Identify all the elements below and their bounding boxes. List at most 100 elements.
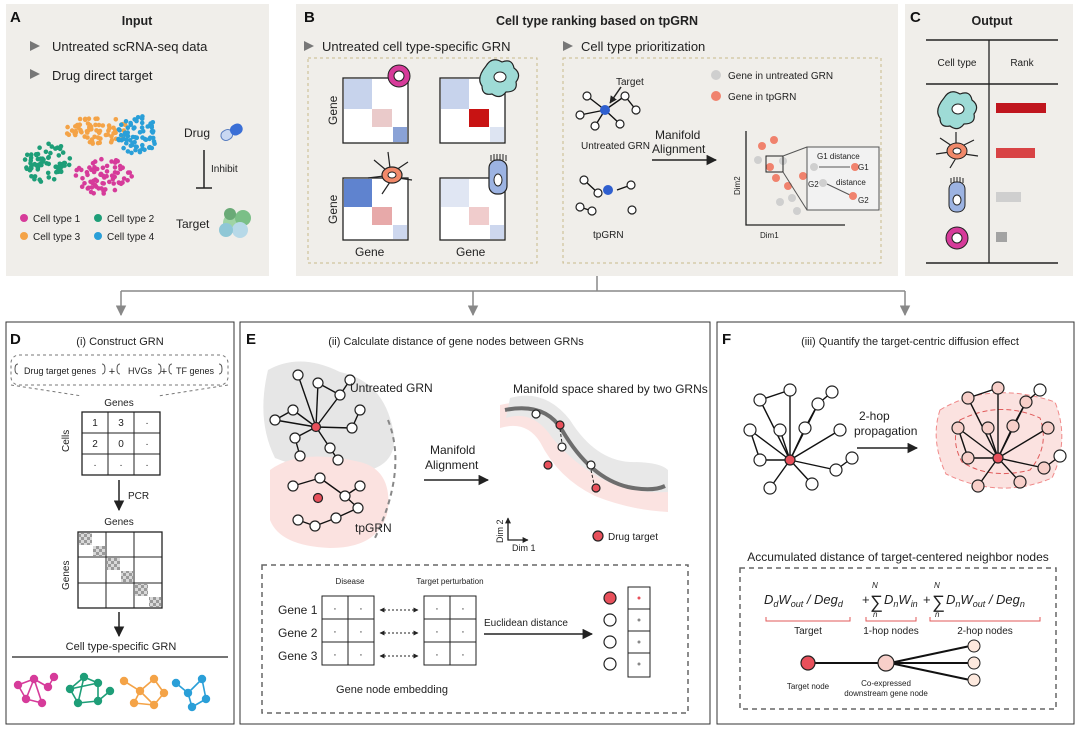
f-2hop: 2-hop <box>859 409 890 423</box>
grn-edge <box>69 682 99 690</box>
matrix-cells-label: Cells <box>61 430 72 452</box>
genes-label-3: Genes <box>61 561 72 590</box>
embedding-cell: · <box>435 626 439 638</box>
source-drug-target-genes: Drug target genes <box>24 366 97 376</box>
cluster-cell-dot <box>129 142 135 148</box>
matrix-cell: · <box>145 439 148 450</box>
cluster-cell-dot <box>132 135 138 140</box>
f-downstream: downstream gene node <box>844 689 928 698</box>
f-label-2hop: 2-hop nodes <box>957 626 1013 637</box>
svg-text:∑: ∑ <box>870 592 883 612</box>
cluster-cell-dot <box>79 184 85 189</box>
cluster-cell-dot <box>62 163 67 168</box>
legend-gene-untreated: Gene in untreated GRN <box>728 71 833 82</box>
cluster-cell-dot <box>151 139 157 144</box>
embedding-cell: · <box>359 603 363 615</box>
e-node <box>312 377 324 389</box>
embedding-cell: · <box>333 626 337 638</box>
cluster-cell-dot <box>97 128 103 134</box>
grn-node <box>135 686 145 696</box>
cluster-cell-dot <box>121 145 126 151</box>
grn-node <box>159 688 169 698</box>
cluster-cell-dot <box>92 168 97 174</box>
rank-cell-icon-ring <box>945 226 969 250</box>
f-formula: DdWout / Degd + N ∑ n DnWin + N ∑ n DnWo… <box>764 581 1025 619</box>
cluster-cell-dot <box>22 157 28 162</box>
cluster-cell-dot <box>121 136 126 142</box>
cluster-cell-dot <box>85 186 91 191</box>
embedding-cell: · <box>359 649 363 661</box>
grn-node <box>21 694 31 704</box>
grn-node <box>79 672 89 682</box>
f-node <box>753 393 767 407</box>
col-cell-type: Cell type <box>938 58 977 69</box>
matrix-cell: · <box>145 460 148 471</box>
cluster-cell-dot <box>35 167 41 172</box>
f-accumulated: Accumulated distance of target-centered … <box>747 550 1049 564</box>
pill-icon <box>220 123 243 141</box>
panel-b-title: Cell type ranking based on tpGRN <box>496 14 698 28</box>
f-edge <box>957 427 999 459</box>
f-node <box>783 383 797 397</box>
cluster-cell-dot <box>73 173 79 178</box>
f-edge <box>789 429 841 461</box>
cluster-cell-dot <box>100 165 106 171</box>
gene-axis-x1: Gene <box>355 245 385 259</box>
cluster-cell-dot <box>45 170 51 176</box>
cluster-cell-dot <box>147 135 153 140</box>
cluster-cell-dot <box>74 167 79 173</box>
cluster-cell-dot <box>106 123 112 128</box>
e-edge <box>297 374 317 428</box>
cluster-cell-dot <box>137 148 143 153</box>
cluster-cell-dot <box>96 122 102 128</box>
cell-type-grn-networks <box>13 672 211 712</box>
heatmap-celltype-2 <box>439 77 506 144</box>
cluster-cell-dot <box>85 121 91 126</box>
embedding-cell: · <box>435 649 439 661</box>
cluster-cell-dot <box>87 165 92 170</box>
cell-icon-teal <box>479 59 520 98</box>
b-sub1: Untreated cell type-specific GRN <box>322 39 511 54</box>
cluster-cell-dot <box>150 120 156 125</box>
cluster-cell-dot <box>85 130 90 135</box>
cluster-cell-dot <box>60 150 66 155</box>
panel-e-letter: E <box>246 331 256 348</box>
cell-clusters-umap <box>22 114 157 196</box>
genes-label-2: Genes <box>104 517 133 528</box>
f-node <box>991 381 1005 395</box>
panel-a: A Input Untreated scRNA-seq data Drug di… <box>6 4 269 276</box>
embedding-cell: · <box>435 603 439 615</box>
f-edge <box>997 427 1049 459</box>
cluster-cell-dot <box>104 173 109 179</box>
f-edge <box>749 429 791 461</box>
heatmap-celltype-3 <box>342 177 409 241</box>
cluster-cell-dot <box>25 152 30 158</box>
grn-node <box>149 674 159 684</box>
f-node <box>833 423 847 437</box>
protein-target-icon <box>219 208 251 238</box>
cluster-cell-dot <box>127 170 133 175</box>
rank-bar <box>996 148 1035 158</box>
cluster-cell-dot <box>140 142 145 148</box>
panel-b: B Cell type ranking based on tpGRN Untre… <box>296 4 898 276</box>
rank-bar <box>996 232 1007 242</box>
input-bullet-2: Drug direct target <box>52 68 153 83</box>
cluster-cell-dot <box>109 137 115 143</box>
cluster-cell-dot <box>56 153 62 158</box>
cluster-cell-dot <box>90 160 96 166</box>
cluster-cell-dot <box>116 136 121 142</box>
e-untreated-grn: Untreated GRN <box>350 381 433 395</box>
f-edge <box>997 457 1045 469</box>
inhibit-label: Inhibit <box>211 164 238 175</box>
cell-icon-ring <box>387 64 411 88</box>
f-node <box>951 421 965 435</box>
e-edge <box>315 426 353 429</box>
e-manifold: Manifold <box>430 443 475 457</box>
f-node <box>1019 395 1033 409</box>
matrix-cell: 0 <box>118 439 124 450</box>
cluster-cell-dot <box>115 158 120 164</box>
cluster-cell-dot <box>46 141 51 147</box>
matrix-genes-label: Genes <box>104 398 133 409</box>
